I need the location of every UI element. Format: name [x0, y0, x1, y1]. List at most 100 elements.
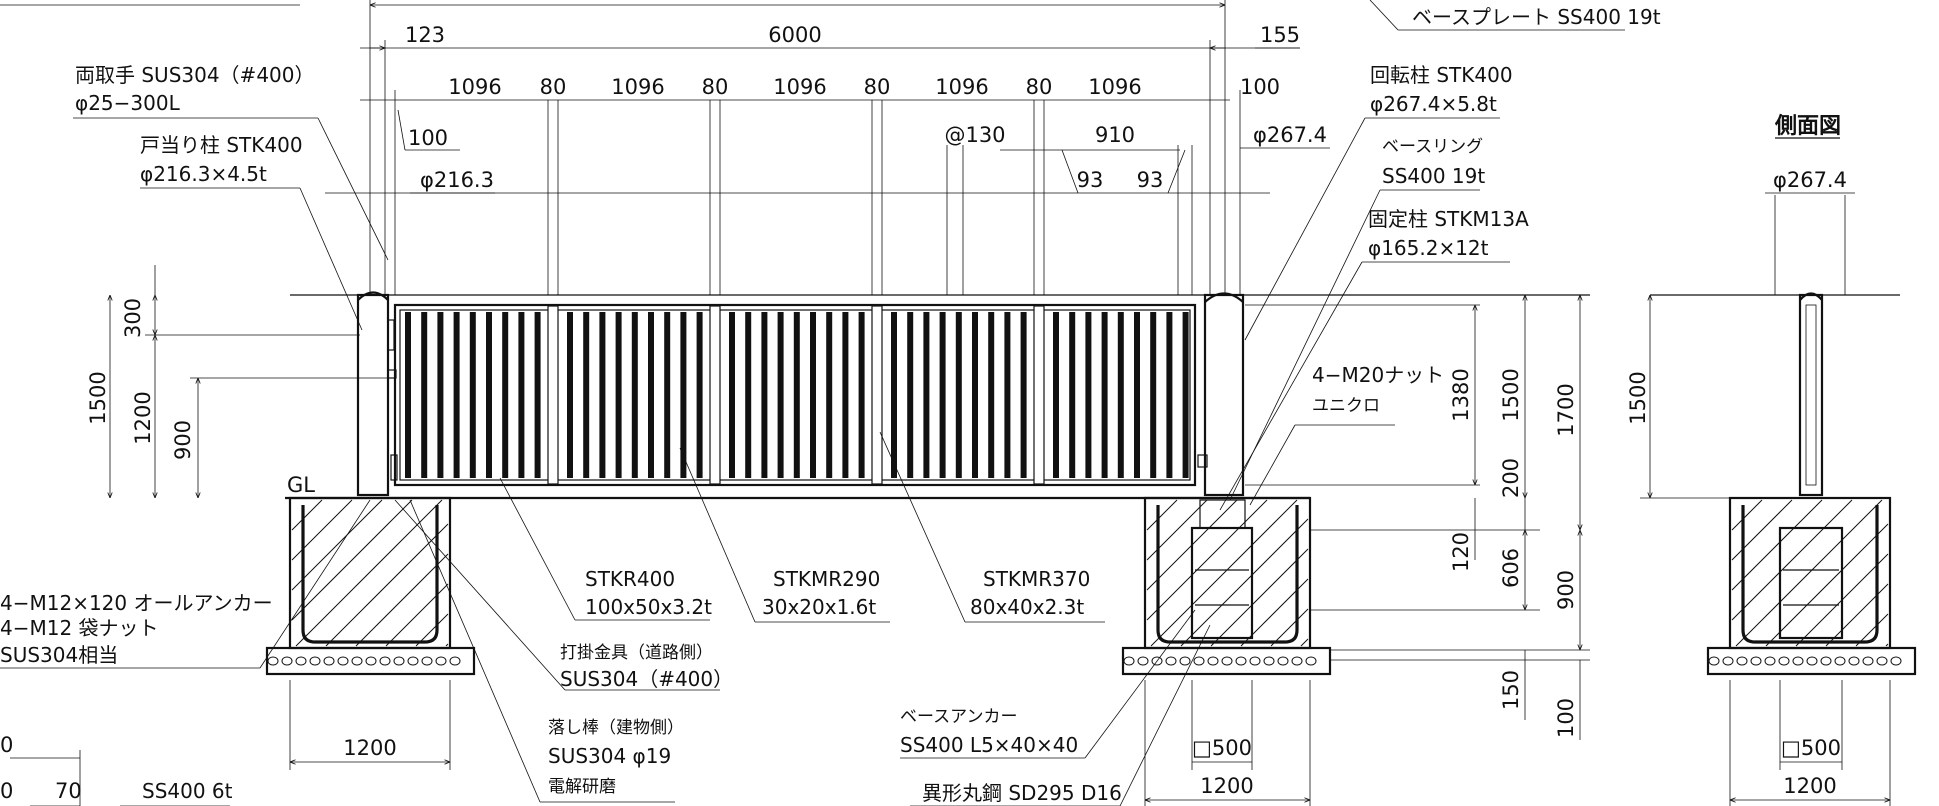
- pivot-post: [1197, 292, 1245, 497]
- label-frame-2: 100x50x3.2t: [585, 595, 712, 619]
- label-dropbolt-3: 電解研磨: [548, 777, 616, 797]
- mullion: [709, 305, 721, 485]
- label-stop-post-1: 戸当り柱 STK400: [140, 133, 303, 157]
- infill-bar: [1150, 312, 1157, 478]
- infill-bar: [599, 312, 606, 478]
- dim-right-100: 100: [1240, 75, 1280, 99]
- side-dia: φ267.4: [1773, 168, 1847, 192]
- label-frame-1: STKR400: [585, 567, 675, 591]
- infill-bar: [1182, 312, 1189, 478]
- dim-h150: 150: [1499, 670, 1523, 710]
- side-sq500: □500: [1781, 736, 1841, 760]
- infill-bar: [631, 312, 638, 478]
- infill-bar: [1101, 312, 1108, 478]
- infill-bar: [1004, 312, 1011, 478]
- label-anchor-1: 4−M12×120 オールアンカー: [0, 591, 273, 615]
- dim-h120: 120: [1449, 532, 1473, 572]
- label-strike-1: 打掛金具（道路側）: [560, 643, 713, 663]
- infill-bar: [534, 312, 541, 478]
- dim-dia-216: φ216.3: [420, 168, 494, 192]
- dim-panel-5: 1096: [1088, 75, 1141, 99]
- dim-h1500-left: 1500: [86, 371, 110, 424]
- infill-bar: [858, 312, 865, 478]
- gate-body: [290, 294, 1590, 487]
- infill-bar: [405, 312, 411, 478]
- ground-label: GL: [287, 473, 315, 497]
- label-baseplate: ベースプレート SS400 19t: [1412, 5, 1661, 29]
- infill-bar: [1085, 312, 1092, 478]
- side-view-title: 側面図: [1774, 114, 1841, 139]
- dim-found-left-w: 1200: [343, 736, 396, 760]
- label-strike-2: SUS304（#400）: [560, 667, 733, 691]
- infill-bar: [1134, 312, 1140, 478]
- label-base-ring-2: SS400 19t: [1382, 164, 1485, 188]
- label-bar-2: 30x20x1.6t: [762, 595, 876, 619]
- label-handle-1: 両取手 SUS304（#400）: [75, 63, 315, 87]
- infill-bar: [923, 312, 930, 478]
- label-rebar: 異形丸鋼 SD295 D16: [922, 781, 1122, 805]
- dim-93-b: 93: [1137, 168, 1164, 192]
- dim-found-right-w: 1200: [1200, 774, 1253, 798]
- infill-bar: [437, 312, 444, 478]
- label-plate-6t: SS400 6t: [142, 779, 233, 803]
- mullion: [871, 305, 883, 485]
- infill-bar: [583, 312, 590, 478]
- label-handle-2: φ25−300L: [75, 91, 181, 115]
- label-base-anchor-2: SS400 L5×40×40: [900, 733, 1078, 757]
- label-stop-post-2: φ216.3×4.5t: [140, 162, 267, 186]
- mullion: [1033, 305, 1045, 485]
- dim-gap-1: 80: [540, 75, 567, 99]
- dim-sq500: □500: [1192, 736, 1252, 760]
- infill-bar: [745, 312, 752, 478]
- foundation-width-dims: [289, 680, 1311, 806]
- infill-bar: [518, 312, 525, 478]
- infill-bar: [453, 312, 460, 478]
- top-dimension-lines: [325, 0, 1300, 295]
- infill-bar: [664, 312, 671, 478]
- infill-bar: [469, 312, 476, 478]
- infill-bar: [891, 312, 897, 478]
- infill-bar: [696, 312, 703, 478]
- dim-panel-4: 1096: [935, 75, 988, 99]
- cut-dim-70: 70: [55, 779, 82, 803]
- side-h1500: 1500: [1626, 371, 1650, 424]
- infill-bar: [1053, 312, 1059, 478]
- dim-h300: 300: [121, 298, 145, 338]
- label-fixed-post-2: φ165.2×12t: [1368, 236, 1489, 260]
- label-dropbolt-1: 落し棒（建物側）: [548, 718, 684, 738]
- label-anchor-2: 4−M12 袋ナット: [0, 616, 159, 640]
- infill-bar: [421, 312, 428, 478]
- dim-93-a: 93: [1077, 168, 1104, 192]
- dim-panel-2: 1096: [611, 75, 664, 99]
- infill-bar: [680, 312, 687, 478]
- dim-panel-1: 1096: [448, 75, 501, 99]
- infill-bar: [502, 312, 509, 478]
- dim-dia-267: φ267.4: [1253, 123, 1327, 147]
- infill-bar: [988, 312, 995, 478]
- label-dropbolt-2: SUS304 φ19: [548, 744, 671, 768]
- infill-bar: [486, 312, 492, 478]
- leader-lines: [0, 0, 1625, 806]
- dim-h1200: 1200: [131, 391, 155, 444]
- dim-h606: 606: [1499, 548, 1523, 588]
- label-base-ring-1: ベースリング: [1382, 137, 1483, 157]
- dim-h1500-right: 1500: [1499, 368, 1523, 421]
- infill-bar: [972, 312, 978, 478]
- dim-gap-4: 80: [1026, 75, 1053, 99]
- infill-bar: [648, 312, 654, 478]
- infill-bar: [761, 312, 768, 478]
- label-mullion-1: STKMR370: [983, 567, 1090, 591]
- dim-left-100: 100: [408, 126, 448, 150]
- stop-post: [356, 291, 398, 497]
- left-foundation: [265, 496, 476, 676]
- dim-h1380: 1380: [1449, 368, 1473, 421]
- infill-bar: [1069, 312, 1076, 478]
- side-w1200: 1200: [1783, 774, 1836, 798]
- label-bar-1: STKMR290: [773, 567, 880, 591]
- dim-pitch: @130: [944, 123, 1005, 147]
- infill-bar: [1117, 312, 1124, 478]
- label-mullion-2: 80x40x2.3t: [970, 595, 1084, 619]
- side-view: [1640, 192, 1917, 806]
- label-fixed-post-1: 固定柱 STKM13A: [1368, 207, 1529, 231]
